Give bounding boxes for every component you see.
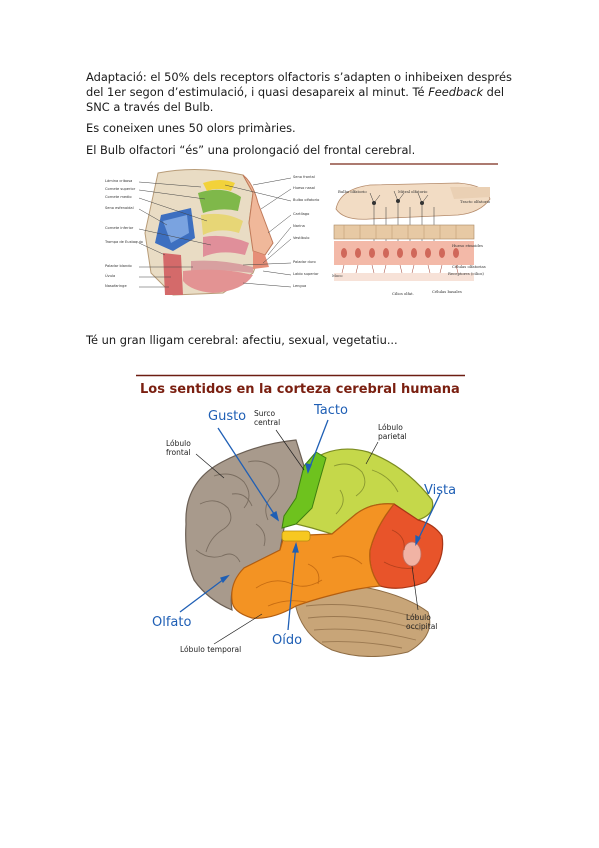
label-olfato: Olfato xyxy=(152,615,191,630)
label-lobulo-frontal: Lóbulo xyxy=(166,439,191,448)
label-lobulo-occipital: Lóbulo xyxy=(406,613,431,622)
bulb-label: Moco xyxy=(332,273,343,278)
bulb-label: Receptores (cilios) xyxy=(448,271,484,276)
nose-label-right: Labio superior xyxy=(293,272,319,276)
nose-label-left: Cornete superior xyxy=(105,187,136,191)
nose-label-left: Paladar blando xyxy=(105,264,132,268)
nose-label-left: Seno esfenoidal xyxy=(105,206,134,210)
nose-label-right: Seno frontal xyxy=(293,175,315,179)
bulb-label: Bulbo olfatorio xyxy=(338,189,367,194)
nose-label-right: Bulbo olfatorio xyxy=(293,198,319,202)
nose-label-right: Vestíbulo xyxy=(293,236,309,240)
label-surco-central: Surco xyxy=(254,409,276,418)
nose-label-right: Hueso nasal xyxy=(293,186,315,190)
paragraph-brain-link: Té un gran lligam cerebral: afectiu, sex… xyxy=(86,333,398,347)
bulb-label: Cilios olfat. xyxy=(392,291,414,296)
nose-label-left: Nasofaringe xyxy=(105,284,127,288)
brain-figure-title: Los sentidos en la corteza cerebral huma… xyxy=(140,382,460,397)
label-lobulo-frontal: frontal xyxy=(166,448,191,457)
label-lobulo-parietal: Lóbulo xyxy=(378,423,403,432)
nose-label-right: Narina xyxy=(293,224,305,228)
nose-label-right: Lengua xyxy=(293,284,306,288)
p1-line2-suffix: del xyxy=(483,85,505,99)
nose-label-left: Úvula xyxy=(105,273,115,278)
label-lobulo-parietal: parietal xyxy=(378,432,407,441)
bulb-label: Hueso etmoides xyxy=(452,243,483,248)
nose-label-right: Cartílago xyxy=(293,212,309,216)
paragraph-primary-odors: Es coneixen unes 50 olors primàries. xyxy=(86,121,296,135)
label-surco-central: central xyxy=(254,418,280,427)
label-oido: Oído xyxy=(272,633,302,648)
paragraph-olfactory-bulb: El Bulb olfactori “és” una prolongació d… xyxy=(86,143,416,157)
bulb-label: Células olfatorias xyxy=(452,264,486,269)
label-lobulo-temporal: Lóbulo temporal xyxy=(180,645,241,654)
p1-line1: Adaptació: el 50% dels receptors olfacto… xyxy=(86,70,512,84)
label-vista: Vista xyxy=(424,483,456,498)
feedback-term: Feedback xyxy=(428,85,484,99)
label-tacto: Tacto xyxy=(313,403,348,418)
nose-label-left: Trompa de Eustaquio xyxy=(104,240,143,244)
bulb-label: Células basales xyxy=(432,289,462,294)
olfactory-bulb-illustration: Bulbo olfatorio Mitral olfatorio Tracto … xyxy=(330,163,498,301)
nasal-cavity-illustration: Lámina cribosa Cornete superior Cornete … xyxy=(103,163,325,301)
bulb-label: Tracto olfatorio xyxy=(460,199,491,204)
paragraph-adaptation: Adaptació: el 50% dels receptors olfacto… xyxy=(86,70,516,115)
nose-label-left: Cornete inferior xyxy=(105,226,134,230)
p1-line3: SNC a través del Bulb. xyxy=(86,100,214,114)
brain-senses-figure: Los sentidos en la corteza cerebral huma… xyxy=(136,374,465,657)
nose-label-right: Paladar duro xyxy=(293,260,316,264)
label-gusto: Gusto xyxy=(208,409,246,424)
label-lobulo-occipital: occipital xyxy=(406,622,437,631)
nose-label-left: Lámina cribosa xyxy=(105,179,132,183)
bulb-label: Mitral olfatorio xyxy=(398,189,428,194)
p1-line2-prefix: del 1er segon d’estimulació, i quasi des… xyxy=(86,85,429,99)
nose-label-left: Cornete medio xyxy=(105,195,132,199)
